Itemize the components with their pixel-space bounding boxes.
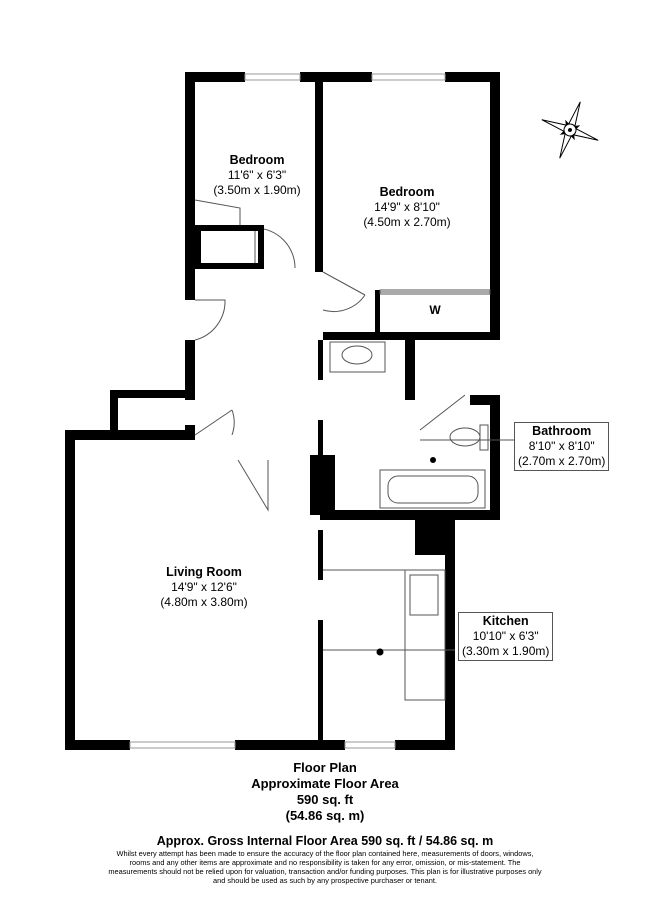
- gross-area: Approx. Gross Internal Floor Area 590 sq…: [156, 834, 494, 848]
- room-label-living-room: Living Room 14'9" x 12'6" (4.80m x 3.80m…: [160, 565, 247, 610]
- summary-sqm: (54.86 sq. m): [285, 808, 365, 823]
- room-label-bedroom-2: Bedroom 14'9" x 8'10" (4.50m x 2.70m): [363, 185, 450, 230]
- room-label-bedroom-1: Bedroom 11'6" x 6'3" (3.50m x 1.90m): [213, 153, 300, 198]
- room-label-kitchen: Kitchen 10'10" x 6'3" (3.30m x 1.90m): [458, 612, 554, 661]
- room-dims-metric: (2.70m x 2.70m): [518, 454, 606, 468]
- room-name: Kitchen: [482, 614, 529, 628]
- room-dims-metric: (3.50m x 1.90m): [213, 183, 301, 197]
- summary-title: Floor Plan: [293, 760, 357, 775]
- fixtures: [323, 289, 515, 701]
- room-dims-imperial: 14'9" x 12'6": [171, 580, 237, 594]
- room-name: Bedroom: [229, 153, 285, 167]
- floor-area-summary: Floor Plan Approximate Floor Area 590 sq…: [0, 760, 650, 824]
- doors: [194, 199, 466, 512]
- room-dims-metric: (4.80m x 3.80m): [160, 595, 248, 609]
- room-name: Living Room: [166, 565, 242, 579]
- room-dims-metric: (4.50m x 2.70m): [363, 215, 451, 229]
- room-label-bathroom: Bathroom 8'10" x 8'10" (2.70m x 2.70m): [514, 422, 610, 471]
- room-dims-imperial: 11'6" x 6'3": [227, 168, 287, 182]
- room-dims-imperial: 14'9" x 8'10": [374, 200, 440, 214]
- room-dims-imperial: 8'10" x 8'10": [528, 439, 595, 453]
- room-markers: [376, 457, 436, 656]
- wardrobe-label: W: [429, 303, 441, 317]
- disclaimer: Whilst every attempt has been made to en…: [108, 849, 542, 885]
- summary-sqft: 590 sq. ft: [296, 792, 354, 807]
- room-name: Bathroom: [532, 424, 592, 438]
- room-name: Bedroom: [379, 185, 435, 199]
- windows: [129, 73, 446, 749]
- room-dims-imperial: 10'10" x 6'3": [472, 629, 539, 643]
- room-dims-metric: (3.30m x 1.90m): [462, 644, 550, 658]
- compass-rose-icon: [541, 101, 599, 159]
- summary-subtitle: Approximate Floor Area: [251, 776, 399, 791]
- walls: [65, 72, 500, 750]
